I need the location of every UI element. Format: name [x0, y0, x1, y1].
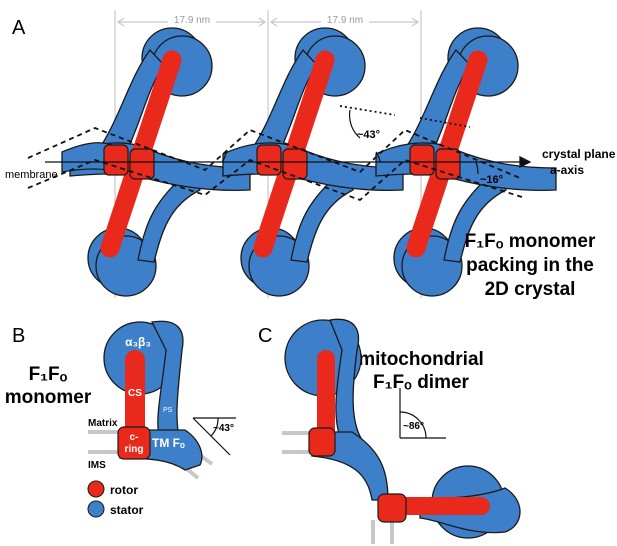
spacing-label-2: 17.9 nm [327, 15, 363, 26]
dimer-angle-marker [399, 388, 446, 439]
tm-fo-label: TM Fₒ [152, 436, 185, 450]
spacing-label-1: 17.9 nm [174, 15, 210, 26]
stator-legend-label: stator [110, 503, 144, 517]
crystal-axis [45, 155, 532, 169]
crystal-plane-label: crystal plane [542, 147, 616, 161]
ims-label: IMS [88, 460, 106, 471]
c-ring-label-1: c- [130, 432, 139, 443]
monomer-angle-label: ~43° [213, 423, 234, 434]
monomer-title-2: monomer [5, 387, 92, 408]
dimer-membrane-lines [282, 431, 394, 544]
a3b3-label: α₃β₃ [125, 335, 151, 349]
monomer-title-1: F₁Fₒ [29, 364, 68, 385]
monomer-rotor [117, 350, 151, 460]
dimer-title-1: mitochondrial [358, 349, 484, 370]
c-ring-label-2: ring [125, 444, 144, 455]
cs-label: CS [128, 388, 142, 399]
ps-label: PS [163, 407, 173, 414]
angle-16-label: ~16° [480, 174, 503, 186]
angle-43-label: ~43° [357, 129, 380, 141]
caption-line-1: F₁Fₒ monomer [465, 231, 596, 252]
dimer-title-2: F₁Fₒ dimer [373, 372, 469, 393]
a-axis-label: a-axis [550, 163, 584, 177]
panel-a-label: A [12, 17, 26, 39]
membrane-boundaries [27, 105, 526, 202]
panel-c-label: C [258, 325, 272, 347]
rotor-legend-swatch [87, 480, 105, 498]
membrane-label: membrane [5, 169, 58, 181]
rotor-legend-label: rotor [110, 483, 138, 497]
monomer-angle-marker [192, 417, 236, 456]
matrix-label: Matrix [88, 418, 118, 429]
stator-legend-swatch [87, 500, 105, 518]
dimer-rotor [308, 350, 490, 523]
panel-b-label: B [12, 325, 25, 347]
dimer-angle-label: ~86° [403, 421, 424, 432]
caption-line-2: packing in the [466, 255, 594, 276]
caption-line-3: 2D crystal [485, 279, 576, 300]
